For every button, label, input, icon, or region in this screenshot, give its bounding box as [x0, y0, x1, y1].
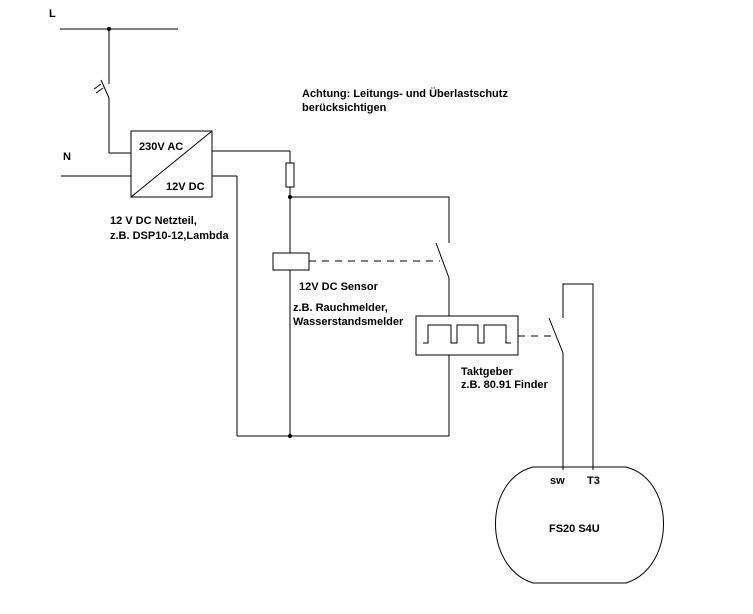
wire-t3	[562, 283, 594, 470]
psu-output-label: 12V DC	[166, 181, 205, 193]
timer-title: Taktgeber	[461, 366, 513, 378]
warning-line-2: berücksichtigen	[302, 102, 387, 114]
psu-caption-2: z.B. DSP10-12,Lambda	[110, 230, 229, 242]
power-supply-box	[130, 130, 213, 198]
timer-contact-icon	[548, 317, 564, 354]
sensor-box	[272, 252, 310, 271]
sensor-contact-icon	[435, 242, 450, 279]
fs20-module	[495, 466, 664, 584]
warning-line-1: Achtung: Leitungs- und Überlastschutz	[302, 87, 508, 100]
psu-caption-1: 12 V DC Netzteil,	[110, 215, 197, 227]
pulse-wave-icon	[423, 324, 511, 344]
timer-example: z.B. 80.91 Finder	[461, 379, 549, 391]
fuse-icon	[285, 162, 295, 188]
label-n: N	[63, 151, 71, 163]
junction-minus	[288, 434, 292, 438]
label-l: L	[49, 8, 56, 20]
module-name: FS20 S4U	[549, 523, 600, 535]
module-sw-label: sw	[550, 475, 565, 487]
psu-input-label: 230V AC	[139, 141, 183, 153]
timer-box	[415, 315, 519, 356]
mains-switch-icon	[93, 79, 110, 99]
sensor-title: 12V DC Sensor	[299, 281, 379, 293]
sensor-example-2: Wasserstandsmelder	[293, 316, 404, 328]
sensor-example-1: z.B. Rauchmelder,	[293, 302, 388, 314]
module-t3-label: T3	[587, 475, 600, 487]
